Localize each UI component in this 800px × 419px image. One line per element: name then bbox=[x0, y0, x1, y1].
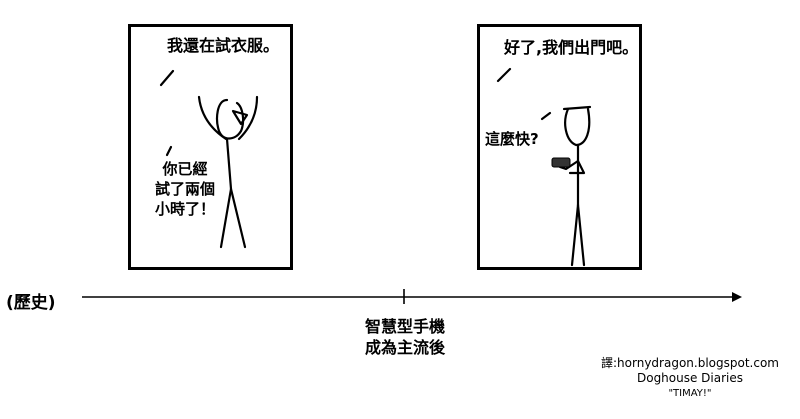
reply-tail-line bbox=[540, 111, 552, 121]
event-line: 成為主流後 bbox=[364, 338, 445, 357]
head bbox=[216, 98, 245, 140]
speech-tail-line bbox=[496, 67, 512, 83]
event-line: 智慧型手機 bbox=[364, 317, 445, 336]
stick-figure-waiting-art bbox=[159, 69, 259, 249]
comic-title: "TIMAY!" bbox=[668, 388, 712, 399]
credits: 譯:hornydragon.blogspot.com Doghouse Diar… bbox=[590, 356, 790, 401]
reply-line: 小時了！ bbox=[154, 200, 215, 218]
speech-bubble-text: 我還在試衣服。 bbox=[167, 36, 280, 55]
right-leg bbox=[229, 187, 247, 249]
timeline-arrowhead bbox=[732, 292, 742, 302]
translator-credit: 譯:hornydragon.blogspot.com bbox=[601, 356, 779, 370]
reply-text: 這麼快? bbox=[485, 130, 539, 148]
phone-icon bbox=[551, 157, 571, 168]
left-leg bbox=[570, 203, 580, 267]
speech-bubble-text: 好了,我們出門吧。 bbox=[504, 38, 639, 57]
right-leg bbox=[576, 203, 586, 267]
body bbox=[225, 137, 233, 191]
timeline-event-label: 智慧型手機 成為主流後 bbox=[330, 316, 480, 358]
reply-text: 你已經 試了兩個 小時了！ bbox=[143, 159, 227, 219]
timeline-start-label: (歷史) bbox=[6, 293, 56, 313]
reply-line: 你已經 bbox=[162, 160, 208, 178]
reply-tail-line bbox=[165, 145, 173, 157]
reply-line: 試了兩個 bbox=[154, 180, 215, 198]
comic-panel-after: 好了,我們出門吧。 這麼快? bbox=[477, 24, 642, 270]
left-arm bbox=[197, 95, 228, 141]
source-credit: Doghouse Diaries bbox=[636, 371, 744, 385]
left-arm bbox=[558, 159, 580, 171]
mouth bbox=[231, 109, 249, 126]
left-leg bbox=[219, 187, 233, 249]
comic-panel-before: 我還在試衣服。 你已經 試了兩個 小時了！ bbox=[128, 24, 293, 270]
right-arm bbox=[237, 95, 259, 141]
stick-figure-phone-art bbox=[496, 67, 592, 267]
speech-tail-line bbox=[159, 69, 175, 87]
right-arm bbox=[568, 159, 586, 175]
head bbox=[564, 107, 591, 147]
